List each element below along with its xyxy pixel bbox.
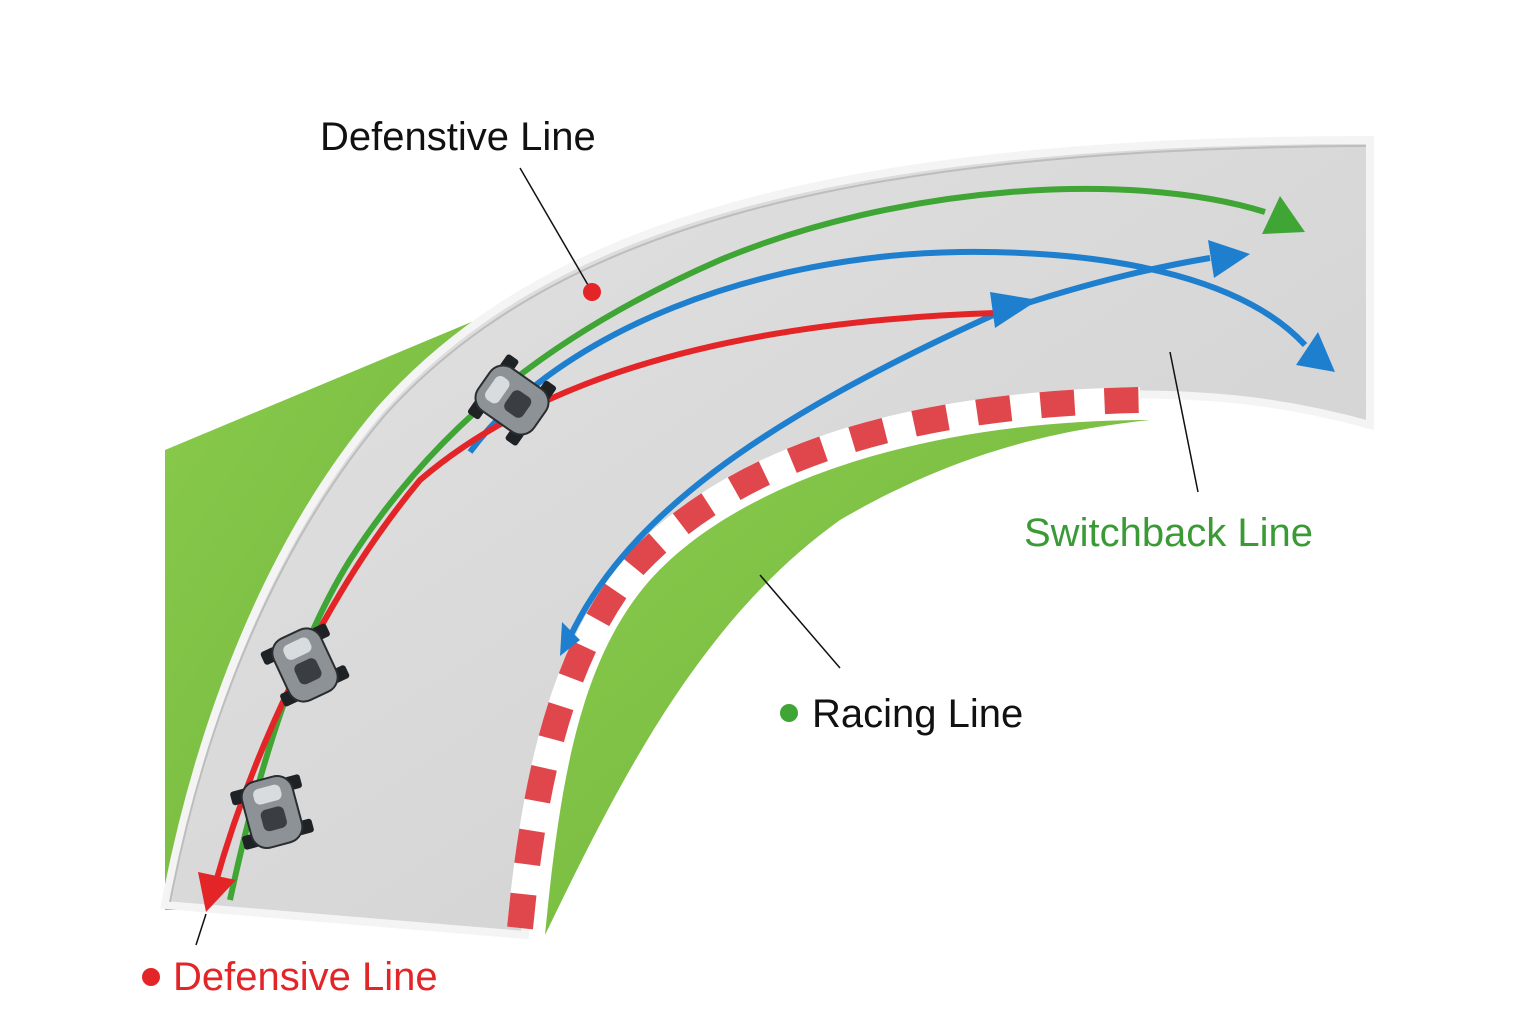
switchback-line-path-2 — [562, 255, 1211, 650]
go-kart-icon — [260, 623, 350, 707]
label-defensive-line-top: Defenstive Line — [320, 115, 596, 159]
inner-curb-red — [507, 387, 1141, 930]
track-outer-edge — [169, 145, 1367, 903]
go-kart-icon — [467, 354, 557, 446]
switchback-line-path-1 — [467, 248, 1308, 454]
marker-dot-icon — [583, 283, 601, 301]
outer-grass — [165, 285, 560, 910]
arrow-head-icon — [990, 292, 1038, 328]
leader-line-defensive-bottom — [195, 913, 207, 946]
arrow-head-icon — [1262, 196, 1305, 234]
go-kart-icon — [230, 774, 314, 850]
marker-dot-icon — [780, 704, 798, 722]
arrow-head-icon — [1296, 332, 1335, 372]
leader-line-racing — [759, 574, 841, 669]
leader-line-switchback — [1169, 351, 1199, 493]
leader-line-defensive-top — [519, 167, 589, 286]
label-racing-line: Racing Line — [812, 692, 1023, 736]
label-switchback-line: Switchback Line — [1024, 511, 1313, 555]
label-defensive-line-bottom: Defensive Line — [173, 955, 438, 999]
defensive-line-path — [212, 310, 996, 886]
marker-dot-icon — [142, 968, 160, 986]
arrow-head-icon — [560, 622, 580, 656]
arrow-head-icon — [198, 872, 236, 912]
arrow-head-icon — [1208, 240, 1250, 278]
inner-grass — [545, 420, 1150, 935]
